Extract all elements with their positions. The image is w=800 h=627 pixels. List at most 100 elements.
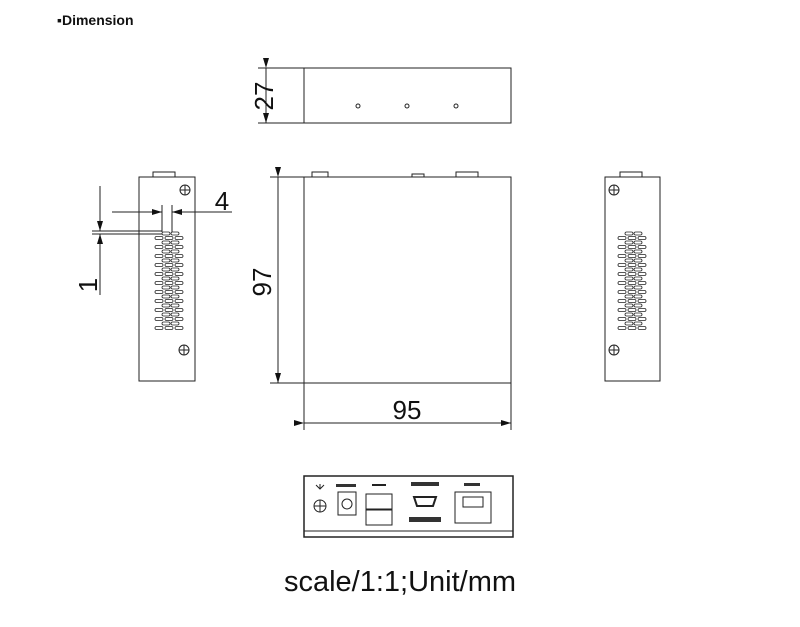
vent-slot [633, 267, 643, 272]
hdmi-port [412, 496, 438, 507]
vent-slot [633, 303, 643, 308]
side-elevation-view: 27 [249, 58, 512, 124]
vent-slot [170, 321, 180, 326]
vent-slot [633, 276, 643, 281]
vent-slot [164, 281, 174, 285]
vent-slot [624, 267, 634, 272]
vent-slot [174, 299, 184, 303]
vent-slot [154, 236, 164, 240]
vent-slot [174, 290, 184, 294]
vent-slot [637, 326, 647, 330]
vent-slot [624, 312, 634, 317]
vent-slot [154, 290, 164, 294]
vent-slot [633, 285, 643, 290]
vent-slot [174, 317, 184, 321]
vent-slot [174, 308, 184, 312]
vent-slot [154, 263, 164, 267]
vent-slot [627, 290, 637, 294]
vent-slot [637, 263, 647, 267]
vent-slot [637, 290, 647, 294]
vent-slot [617, 308, 627, 312]
vent-slot [624, 294, 634, 299]
scale-caption: scale/1:1;Unit/mm [283, 566, 517, 598]
vent-slot [637, 317, 647, 321]
vent-slot [164, 317, 174, 321]
vent-slot [154, 317, 164, 321]
vent-slot [633, 321, 643, 326]
vent-slot [627, 272, 637, 276]
vent-slot [624, 258, 634, 263]
vent-slot [627, 326, 637, 330]
vent-slot [624, 321, 634, 326]
vent-slot [174, 254, 184, 258]
vent-slot [627, 281, 637, 285]
vent-slot [164, 326, 174, 330]
vent-slot [633, 231, 643, 236]
vent-slot [617, 326, 627, 330]
vent-slot [617, 317, 627, 321]
vent-slot [164, 290, 174, 294]
vent-slot [170, 267, 180, 272]
left-side-view: 4 1 [73, 171, 232, 382]
vent-slot [633, 312, 643, 317]
vent-slot [164, 308, 174, 312]
vent-slot [154, 308, 164, 312]
vent-slot [170, 285, 180, 290]
vent-slot [154, 281, 164, 285]
vent-slot [164, 254, 174, 258]
vent-slot [161, 285, 171, 290]
vent-slot [627, 245, 637, 249]
vent-slot [174, 263, 184, 267]
top-view: 97 95 [247, 167, 512, 430]
usb-port-top [365, 493, 393, 510]
vent-slot [627, 317, 637, 321]
lan-port [454, 491, 492, 524]
vent-slot [154, 245, 164, 249]
vent-slot [161, 321, 171, 326]
vent-slot [637, 254, 647, 258]
vent-slot [627, 236, 637, 240]
right-side-view [604, 171, 661, 382]
section-heading: ▪Dimension [57, 12, 134, 28]
vent-slot [633, 249, 643, 254]
vent-slot [170, 294, 180, 299]
height-dimension: 27 [249, 82, 279, 111]
vent-slot [161, 294, 171, 299]
vent-slot [161, 267, 171, 272]
vent-slot [170, 240, 180, 245]
vent-slot [627, 254, 637, 258]
vent-slot [624, 276, 634, 281]
vent-slot [174, 281, 184, 285]
vent-slot [624, 231, 634, 236]
ground-symbol-icon [315, 484, 325, 490]
vent-slot [164, 263, 174, 267]
vent-slot [627, 263, 637, 267]
rear-io-panel [303, 475, 514, 538]
vent-slot [624, 240, 634, 245]
vent-slot [164, 272, 174, 276]
vent-slot [170, 312, 180, 317]
vent-slot [154, 299, 164, 303]
vent-slot [164, 245, 174, 249]
vent-slot [174, 245, 184, 249]
vent-slot [161, 258, 171, 263]
vent-slot [637, 236, 647, 240]
vent-slot [154, 254, 164, 258]
vent-slot [617, 281, 627, 285]
vent-slot [617, 245, 627, 249]
usb-port-bottom [365, 509, 393, 526]
vent-slot [627, 308, 637, 312]
vent-slot [633, 294, 643, 299]
vent-slot [617, 299, 627, 303]
vent-slot [161, 240, 171, 245]
vent-slot [161, 276, 171, 281]
width-dimension: 95 [393, 395, 422, 425]
vent-slot [637, 272, 647, 276]
vent-slot [633, 240, 643, 245]
dc-power-jack [337, 491, 357, 516]
vent-slot [170, 249, 180, 254]
vent-slot [627, 299, 637, 303]
vent-slot [617, 254, 627, 258]
vent-slot [154, 326, 164, 330]
length-dimension: 97 [247, 268, 277, 297]
